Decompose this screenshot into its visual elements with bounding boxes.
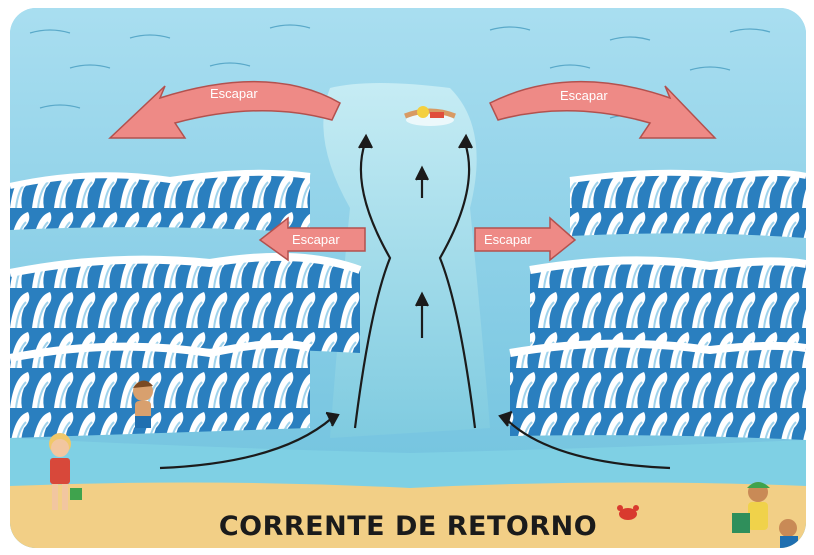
rip-current-illustration: Escapar Escapar Escapar Escapar <box>10 8 806 548</box>
swimmer-icon <box>404 106 456 126</box>
waves-right <box>509 169 806 440</box>
crab-icon <box>617 505 639 520</box>
child-icon <box>49 433 82 510</box>
escape-arrow-mid-left: Escapar <box>258 216 366 262</box>
scene-svg: Escapar Escapar Escapar Escapar <box>10 8 806 548</box>
rip-channel <box>323 83 490 438</box>
diagram-caption: CORRENTE DE RETORNO <box>218 511 598 542</box>
current-arrows <box>159 133 671 470</box>
escape-label-mid-left: Escapar <box>292 232 340 247</box>
escape-label-top-right: Escapar <box>560 88 608 103</box>
escape-label-top-left: Escapar <box>210 86 258 101</box>
escape-arrow-top-right: Escapar <box>489 81 717 139</box>
escape-arrow-top-left: Escapar <box>108 81 341 139</box>
waves-left <box>10 169 362 438</box>
beachgoers-icon <box>732 482 798 548</box>
sand <box>10 482 806 548</box>
escape-label-mid-right: Escapar <box>484 232 532 247</box>
shallow-water <box>10 438 806 488</box>
escape-arrow-mid-right: Escapar <box>474 216 577 262</box>
boy-icon <box>133 380 153 428</box>
